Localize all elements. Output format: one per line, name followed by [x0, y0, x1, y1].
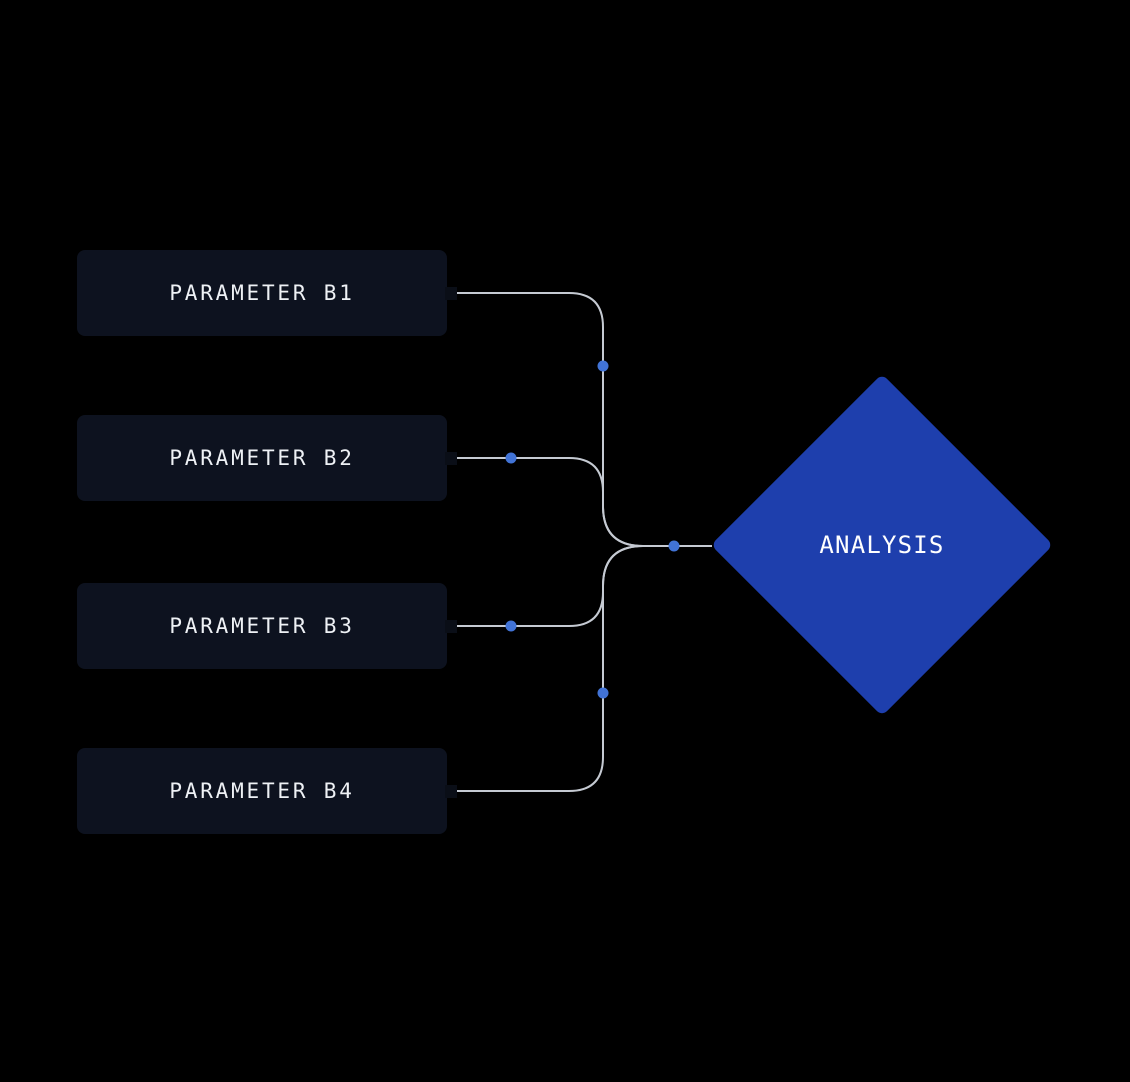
connector-b3-analysis — [456, 545, 644, 627]
node-parameter-b3[interactable]: PARAMETER B3 — [77, 583, 457, 669]
junction-dot — [668, 540, 680, 552]
connector-port — [445, 286, 457, 300]
node-parameter-b4-label: PARAMETER B4 — [169, 779, 355, 803]
junction-dot — [505, 620, 517, 632]
node-parameter-b1-label: PARAMETER B1 — [169, 281, 355, 305]
node-analysis-label: ANALYSIS — [819, 531, 945, 559]
node-parameter-b4[interactable]: PARAMETER B4 — [77, 748, 457, 834]
node-parameter-b1[interactable]: PARAMETER B1 — [77, 250, 457, 336]
connector-port — [445, 784, 457, 798]
node-parameter-b2-label: PARAMETER B2 — [169, 446, 355, 470]
node-analysis[interactable]: ANALYSIS — [710, 373, 1054, 717]
connector-b4-analysis — [456, 545, 644, 792]
connector-b2-analysis — [456, 457, 644, 547]
node-parameter-b3-label: PARAMETER B3 — [169, 614, 355, 638]
junction-dot — [597, 687, 609, 699]
junction-dot — [505, 452, 517, 464]
junction-dot — [597, 360, 609, 372]
connector-port — [445, 451, 457, 465]
connector-port — [445, 619, 457, 633]
connector-b1-analysis — [456, 292, 712, 547]
node-parameter-b2[interactable]: PARAMETER B2 — [77, 415, 457, 501]
